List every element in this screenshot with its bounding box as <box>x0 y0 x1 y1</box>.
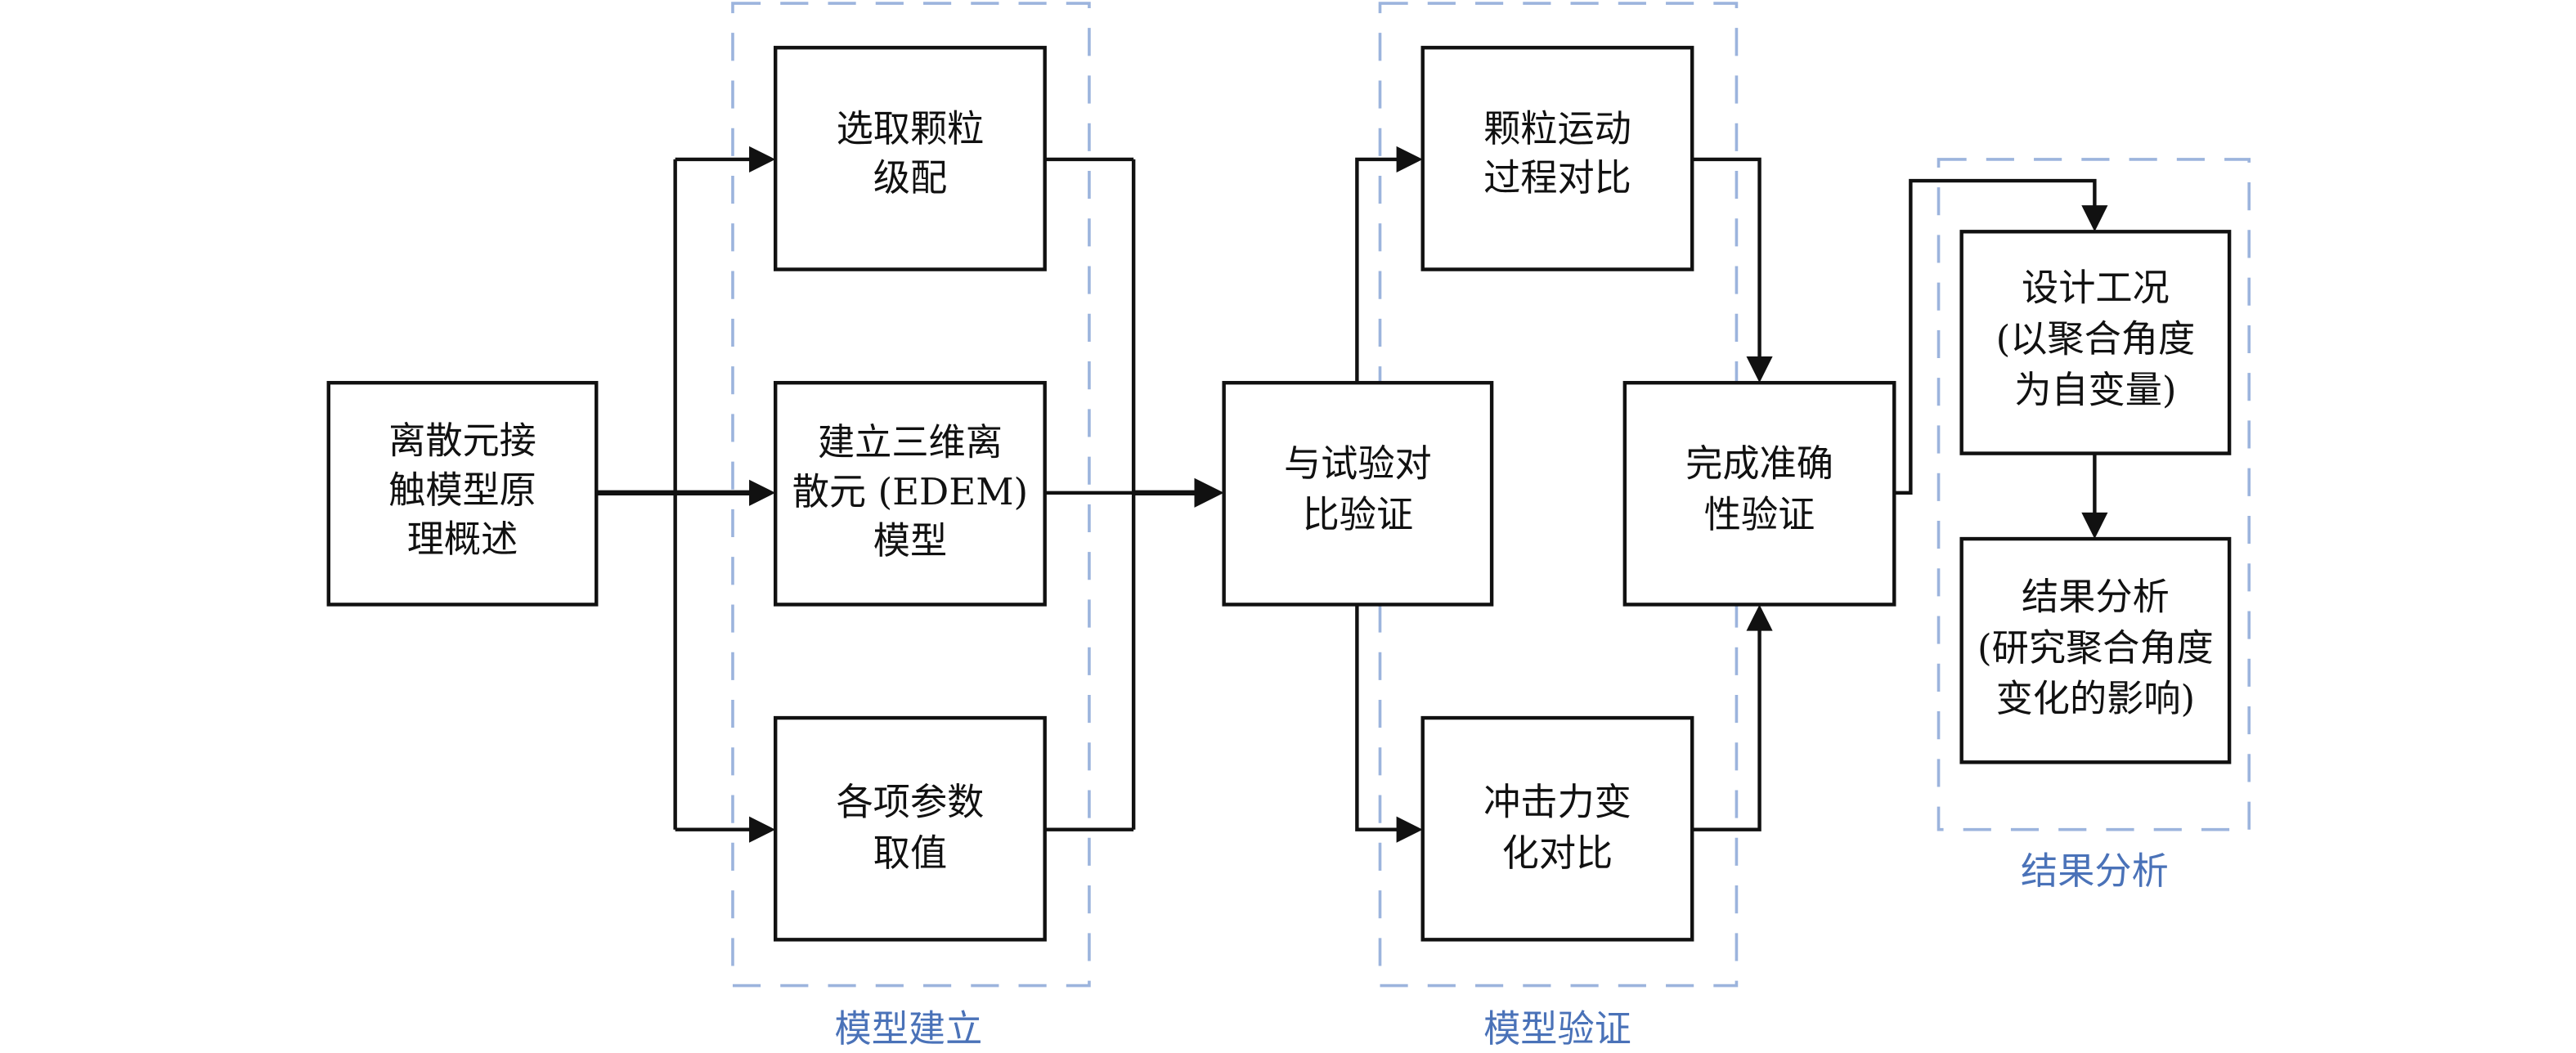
arrowhead-design-conditions <box>2081 205 2108 232</box>
node-result-analysis[interactable]: 结果分析 (研究聚合角度 变化的影响) <box>1959 536 2232 764</box>
node-box <box>774 715 1047 942</box>
group-label-result-analysis: 结果分析 <box>2021 849 2169 893</box>
group-label-model-building: 模型建立 <box>835 1007 983 1051</box>
node-label-line: 选取颗粒 <box>837 107 985 150</box>
arrowhead-motion-compare <box>1396 146 1423 173</box>
node-box <box>774 46 1047 271</box>
node-label-line: 颗粒运动 <box>1483 107 1631 150</box>
node-edem-model[interactable]: 建立三维离 散元 (EDEM) 模型 <box>774 380 1047 607</box>
node-label-line: 离散元接 <box>388 419 536 463</box>
node-principle[interactable]: 离散元接 触模型原 理概述 <box>326 380 599 607</box>
node-box <box>1959 230 2232 455</box>
node-label-line: 散元 (EDEM) <box>792 470 1028 513</box>
node-label-line: 性验证 <box>1704 493 1815 536</box>
node-label-line: 与试验对 <box>1284 442 1432 486</box>
node-accuracy-verified[interactable]: 完成准确 性验证 <box>1622 380 1896 607</box>
node-gradation[interactable]: 选取颗粒 级配 <box>774 46 1047 271</box>
edge-accuracy-to-design <box>1894 178 2097 495</box>
node-label-line: 变化的影响) <box>1996 677 2196 720</box>
arrowhead-accuracy-bottom <box>1746 604 1773 631</box>
node-label-line: 完成准确 <box>1685 442 1833 486</box>
node-label-line: 级配 <box>873 156 947 199</box>
node-label-line: 为自变量) <box>2014 368 2176 411</box>
node-label-line: 建立三维离 <box>818 421 1003 464</box>
node-label-line: 模型 <box>873 519 947 562</box>
node-label-line: 过程对比 <box>1483 156 1631 199</box>
node-box <box>1420 715 1694 942</box>
arrowhead-result-analysis <box>2081 512 2108 540</box>
node-box <box>774 380 1047 607</box>
arrowhead-gradation <box>749 146 776 173</box>
node-label-line: 化对比 <box>1502 831 1613 875</box>
node-design-conditions[interactable]: 设计工况 (以聚合角度 为自变量) <box>1959 230 2232 455</box>
edge-impact-to-accuracy <box>1692 627 1761 831</box>
node-box <box>1222 380 1494 607</box>
node-label-line: 触模型原 <box>388 468 536 512</box>
node-label-line: 理概述 <box>407 518 518 561</box>
group-result-analysis <box>1936 158 2251 831</box>
node-label-line: 结果分析 <box>2022 575 2170 618</box>
node-label-line: (研究聚合角度 <box>1977 626 2214 670</box>
node-label-line: 冲击力变 <box>1483 781 1631 824</box>
node-parameters[interactable]: 各项参数 取值 <box>774 715 1047 942</box>
arrowhead-edem-model <box>749 479 776 506</box>
edge-motion-to-accuracy <box>1692 157 1761 361</box>
node-box <box>1420 46 1694 271</box>
node-label-line: (以聚合角度 <box>1996 317 2196 361</box>
edges <box>596 146 2108 843</box>
node-box <box>326 380 599 607</box>
node-test-compare[interactable]: 与试验对 比验证 <box>1222 380 1494 607</box>
node-motion-compare[interactable]: 颗粒运动 过程对比 <box>1420 46 1694 271</box>
arrowhead-parameters <box>749 816 776 843</box>
node-label-line: 各项参数 <box>837 781 985 824</box>
group-label-model-validation: 模型验证 <box>1483 1007 1631 1051</box>
arrowhead-accuracy-top <box>1746 356 1773 383</box>
edge-to-motion-compare <box>1355 157 1400 383</box>
node-label-line: 取值 <box>873 831 947 875</box>
arrowhead-test-compare <box>1194 477 1224 508</box>
node-box <box>1959 536 2232 764</box>
node-label-line: 设计工况 <box>2022 267 2170 310</box>
node-label-line: 比验证 <box>1303 493 1414 536</box>
arrowhead-impact-compare <box>1396 816 1423 843</box>
node-impact-compare[interactable]: 冲击力变 化对比 <box>1420 715 1694 942</box>
edge-to-impact-compare <box>1355 604 1400 831</box>
node-box <box>1622 380 1896 607</box>
